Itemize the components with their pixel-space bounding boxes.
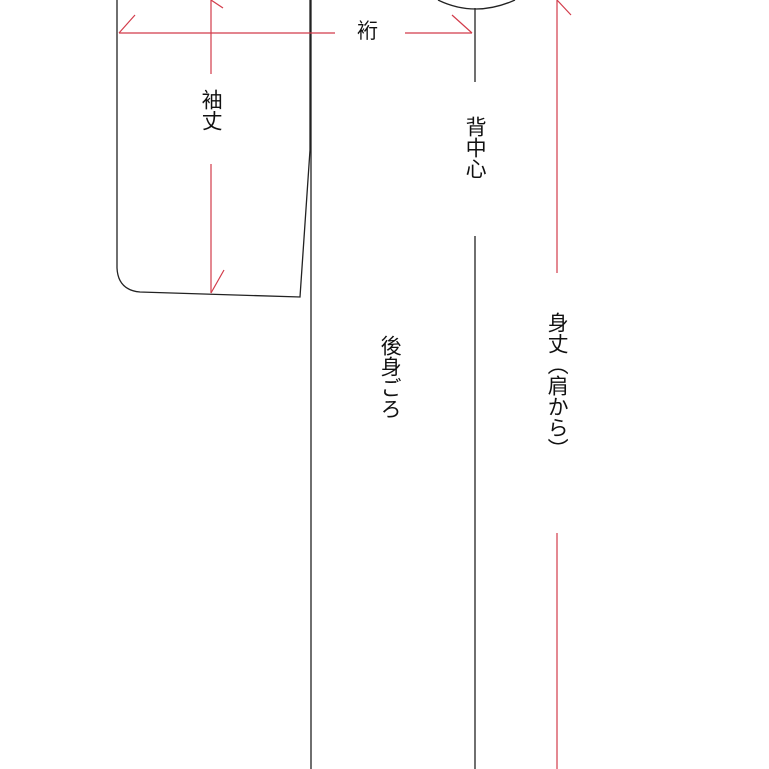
mitake-arrowhead-top — [556, 0, 572, 16]
arrowhead-top — [210, 0, 224, 9]
arrowhead-left — [118, 14, 136, 34]
label-senaka-shin: 背中心 — [463, 116, 488, 179]
collar-arc — [437, 0, 516, 10]
arrowhead-right — [451, 14, 473, 34]
label-ushiro-migoro: 後身ごろ — [378, 335, 403, 419]
label-sodetake: 袖丈 — [199, 89, 224, 131]
sleeve-outline — [116, 0, 311, 298]
label-mitake: 身丈（肩から） — [545, 312, 570, 459]
label-yuki: 裄 — [357, 19, 378, 44]
arrowhead-bottom — [210, 269, 225, 294]
